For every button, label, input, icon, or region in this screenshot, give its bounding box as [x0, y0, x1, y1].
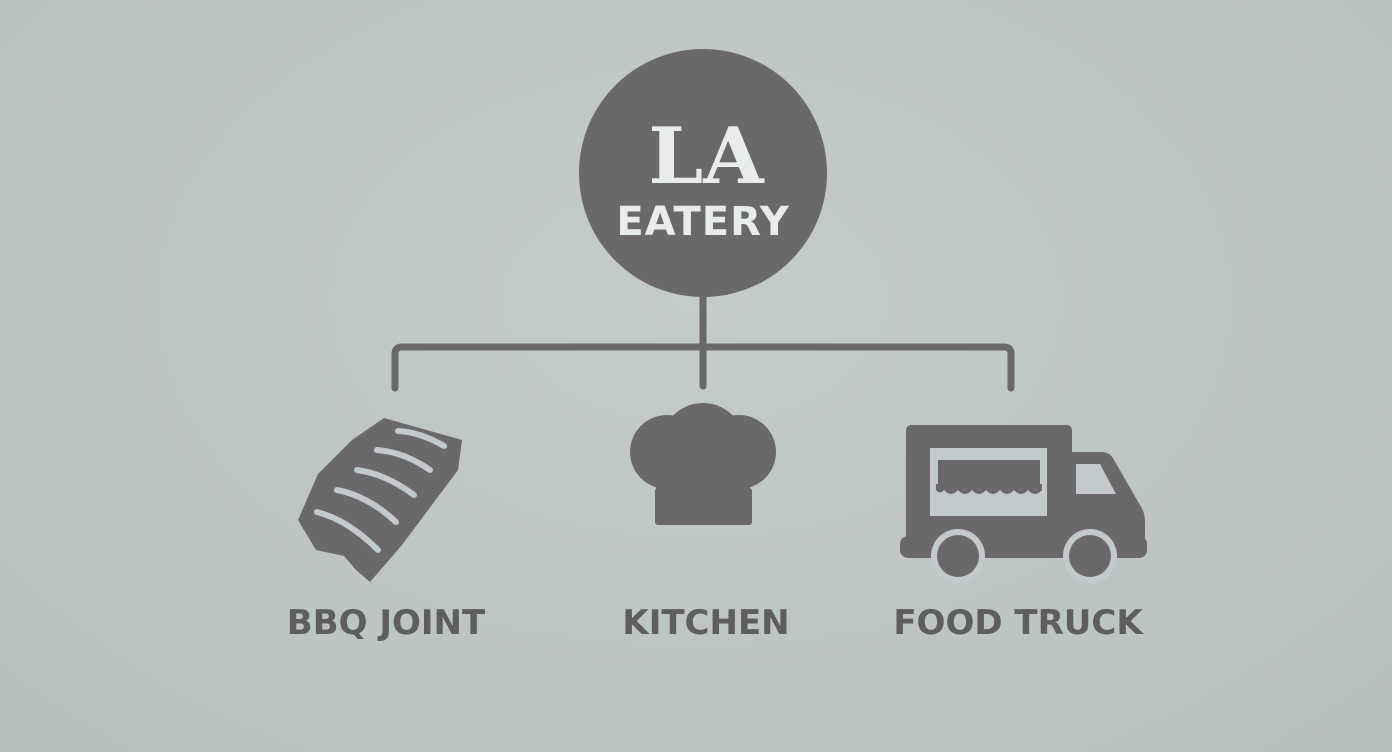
logo-text-eatery: EATERY: [616, 199, 789, 245]
chef-hat-icon: [630, 403, 776, 525]
ribs-icon: [298, 418, 462, 582]
label-bbq-joint: BBQ JOINT: [287, 603, 486, 643]
logo-node: LA EATERY: [579, 49, 827, 297]
logo-circle: [579, 49, 827, 297]
label-kitchen: KITCHEN: [622, 603, 789, 643]
connector-lines: [391, 293, 1015, 392]
connector-bar: [391, 343, 1015, 392]
logo-text-la: LA: [648, 111, 765, 202]
label-food-truck: FOOD TRUCK: [893, 603, 1144, 643]
food-truck-icon: [900, 425, 1147, 583]
